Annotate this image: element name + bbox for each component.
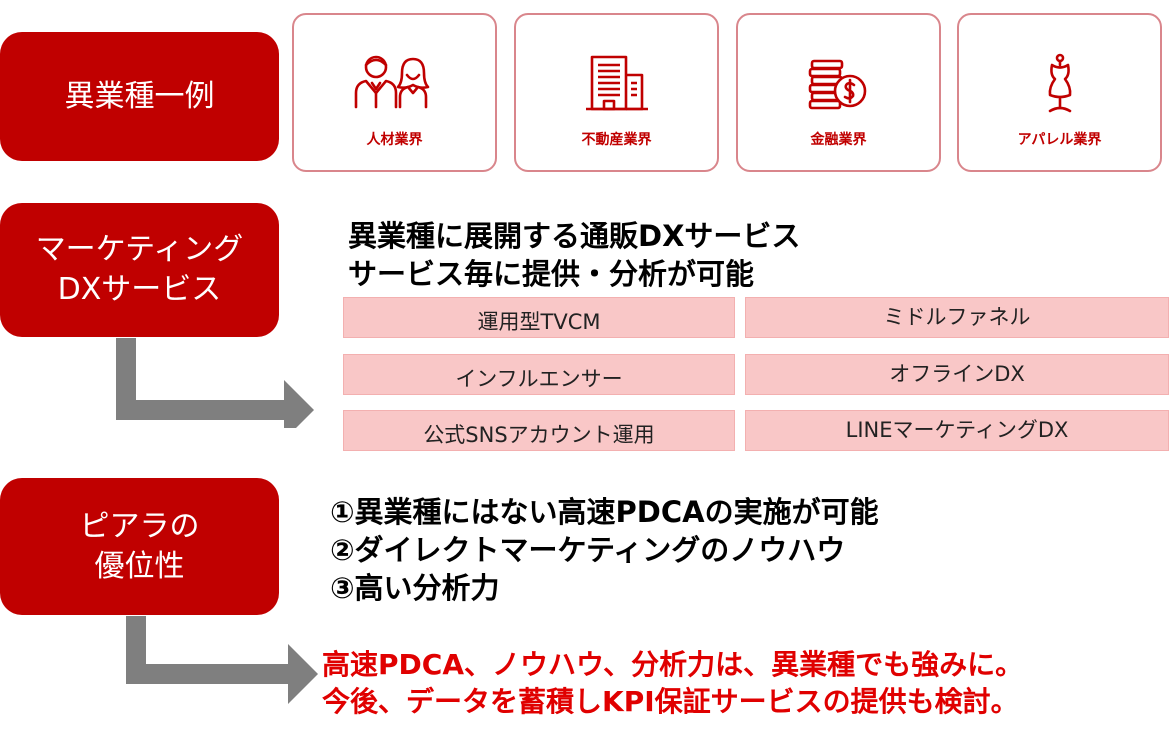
marketing-dx-label: マーケティング DXサービス <box>0 203 279 337</box>
service-item-official-sns: 公式SNSアカウント運用 <box>343 410 735 451</box>
arrow-marketing-to-services <box>116 338 314 428</box>
marketing-dx-label-line1: マーケティング <box>35 232 244 267</box>
industry-card-apparel: アパレル業界 <box>957 13 1162 172</box>
strength-item-1: ①異業種にはない高速PDCAの実施が可能 <box>330 495 879 529</box>
industry-card-hr: 人材業界 <box>292 13 497 172</box>
strength-item-2: ②ダイレクトマーケティングのノウハウ <box>330 533 846 567</box>
headline-line2: サービス毎に提供・分析が可能 <box>348 257 755 291</box>
conclusion-line1: 高速PDCA、ノウハウ、分析力は、異業種でも強みに。 <box>322 648 1024 681</box>
service-item-offline-dx: オフラインDX <box>745 354 1169 395</box>
headline-line1: 異業種に展開する通販DXサービス <box>348 219 801 253</box>
service-item-tvcm: 運用型TVCM <box>343 297 735 338</box>
industry-card-real-estate: 不動産業界 <box>514 13 719 172</box>
strength-item-3: ③高い分析力 <box>330 571 500 605</box>
industry-card-finance-label: 金融業界 <box>810 132 867 148</box>
arrow-advantage-to-conclusion <box>126 616 318 704</box>
service-item-influencer: インフルエンサー <box>343 354 735 395</box>
service-item-middle-funnel: ミドルファネル <box>745 297 1169 338</box>
industry-card-finance: 金融業界 <box>736 13 941 172</box>
dress-mannequin-icon <box>1037 53 1083 119</box>
building-icon <box>584 53 650 117</box>
advantage-label-line2: 優位性 <box>94 548 185 584</box>
marketing-dx-label-line2: DXサービス <box>57 272 222 307</box>
service-item-line-marketing-dx: LINEマーケティングDX <box>745 410 1169 451</box>
industry-card-hr-label: 人材業界 <box>366 132 423 148</box>
industry-card-apparel-label: アパレル業界 <box>1017 132 1102 148</box>
coins-dollar-icon <box>806 53 872 117</box>
advantage-label: ピアラの 優位性 <box>0 478 279 615</box>
industries-label: 異業種一例 <box>0 32 279 161</box>
industry-card-real-estate-label: 不動産業界 <box>581 132 652 148</box>
people-icon <box>350 53 440 115</box>
conclusion-line2: 今後、データを蓄積しKPI保証サービスの提供も検討。 <box>322 685 1019 718</box>
advantage-label-line1: ピアラの <box>79 508 200 544</box>
industries-label-text: 異業種一例 <box>64 78 215 114</box>
